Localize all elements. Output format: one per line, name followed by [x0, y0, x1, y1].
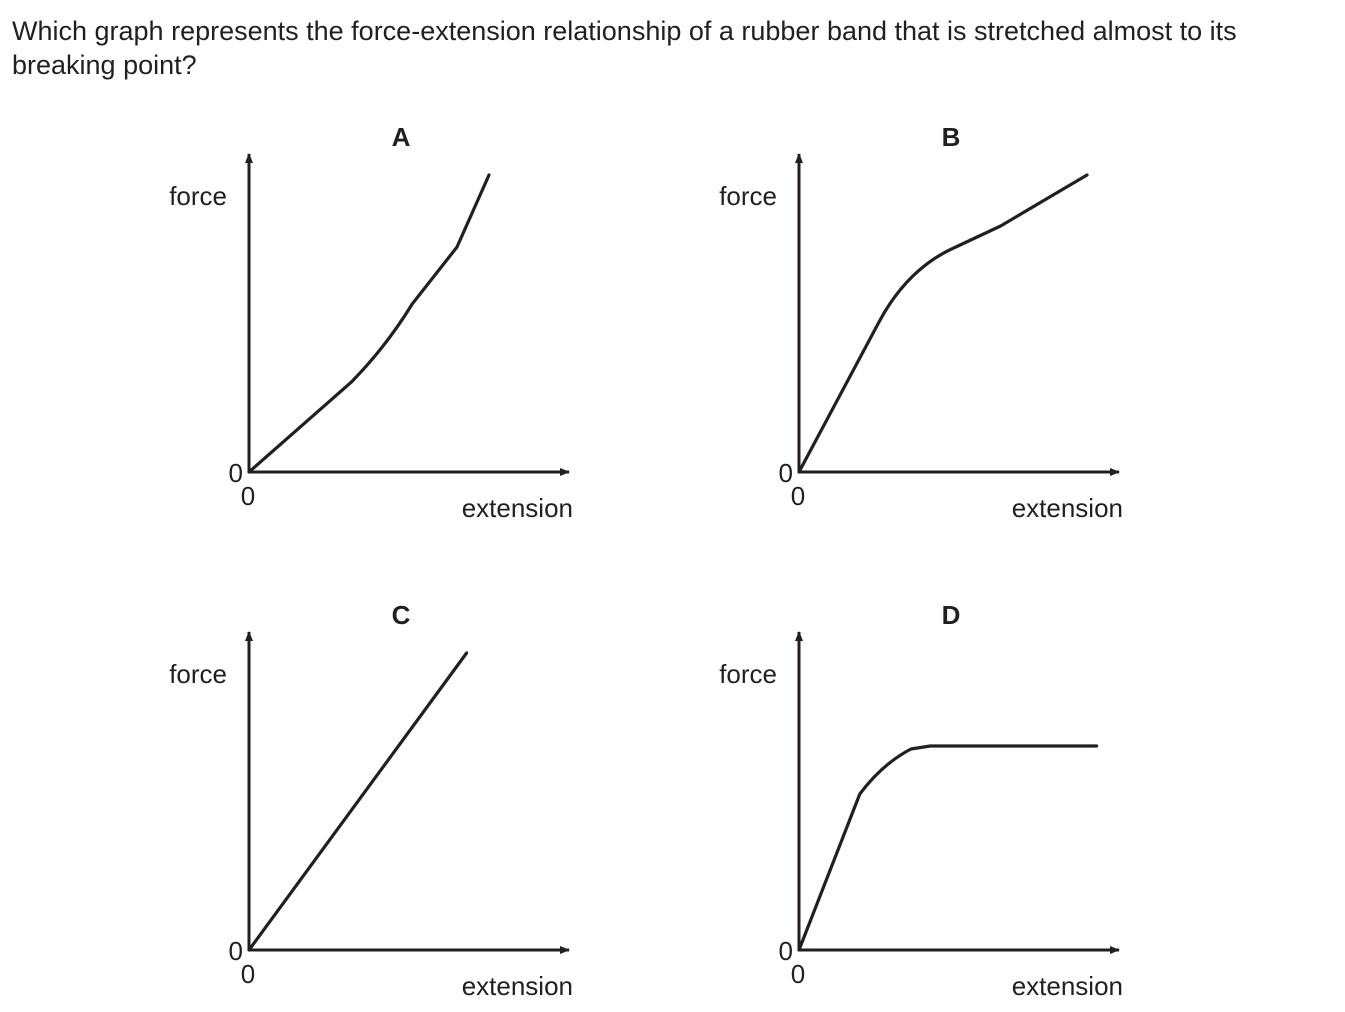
x-origin-label-a: 0 — [241, 481, 255, 511]
y-axis-label-d: force — [719, 659, 777, 689]
x-origin-label-d: 0 — [791, 959, 805, 989]
y-origin-label-b: 0 — [779, 458, 793, 488]
y-axis-label-b: force — [719, 181, 777, 211]
graph-label-b: B — [942, 122, 961, 152]
y-axis-label-c: force — [169, 659, 227, 689]
question-text: Which graph represents the force-extensi… — [12, 16, 1237, 80]
y-origin-label-d: 0 — [779, 936, 793, 966]
x-axis-label-c: extension — [462, 971, 573, 1001]
y-origin-label-a: 0 — [229, 458, 243, 488]
graph-label-d: D — [942, 600, 961, 630]
curve-b — [797, 173, 1089, 474]
y-origin-label-c: 0 — [229, 936, 243, 966]
x-axis-label-a: extension — [462, 493, 573, 523]
curve-a — [247, 173, 491, 474]
x-origin-label-c: 0 — [241, 959, 255, 989]
x-axis-label-d: extension — [1012, 971, 1123, 1001]
curve-d — [797, 744, 1099, 952]
x-origin-label-b: 0 — [791, 481, 805, 511]
x-axis-label-b: extension — [1012, 493, 1123, 523]
y-axis-label-a: force — [169, 181, 227, 211]
curve-c — [247, 651, 469, 952]
graph-label-a: A — [392, 122, 411, 152]
graph-label-c: C — [392, 600, 411, 630]
